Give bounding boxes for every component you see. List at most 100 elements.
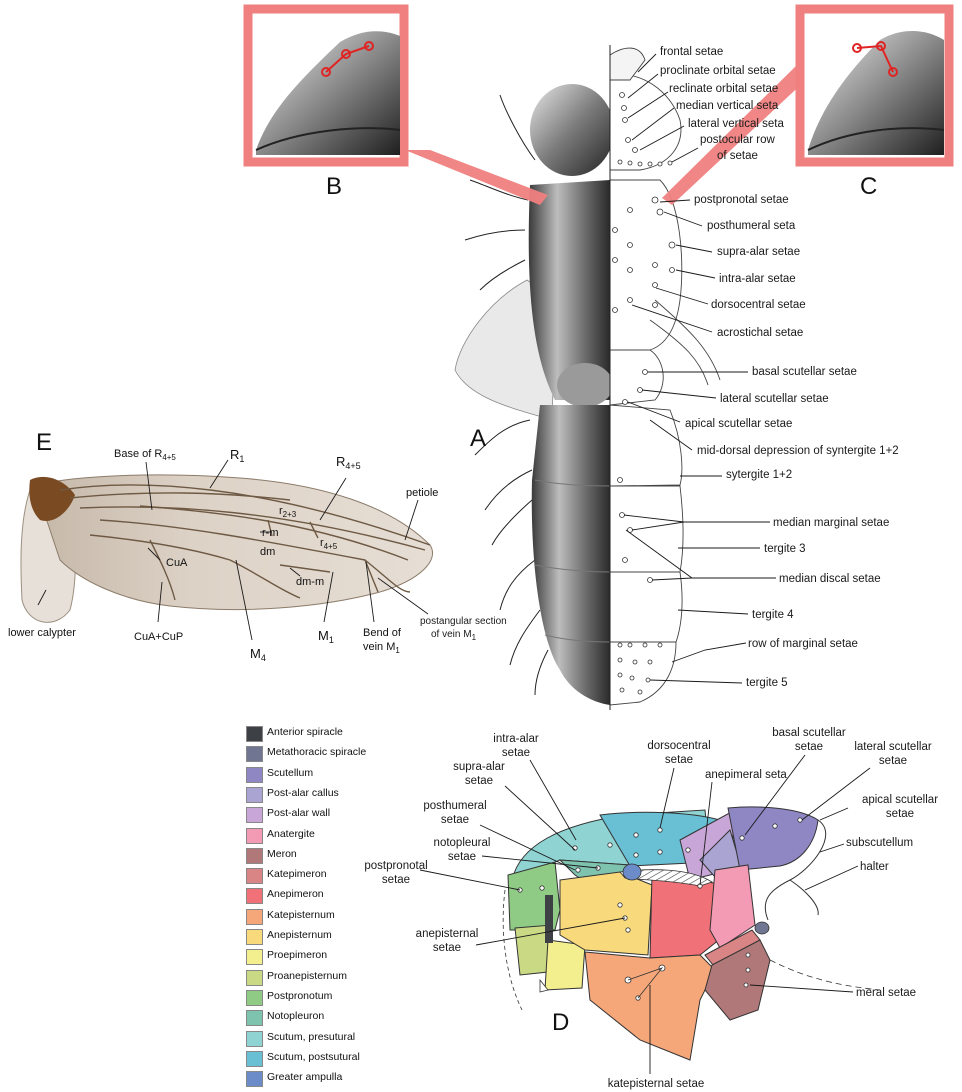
- label-d-intra-alar-2: setae: [502, 747, 530, 759]
- legend-label: Meron: [267, 848, 297, 860]
- label-proclinate-orbital-setae: proclinate orbital setae: [660, 65, 776, 77]
- legend-label: Anepimeron: [267, 888, 324, 900]
- region-anepisternum: [560, 872, 652, 955]
- label-d-basal-scutellar-2: setae: [795, 741, 823, 753]
- legend-swatch: [246, 909, 263, 925]
- legend-label: Proanepisternum: [267, 970, 347, 982]
- label-tergite-5: tergite 5: [746, 677, 788, 689]
- label-d-postpronotal: postpronotal: [364, 860, 427, 872]
- label-sytergite-1-2: sytergite 1+2: [726, 469, 792, 481]
- label-d-halter: halter: [860, 861, 889, 873]
- label-tergite-3: tergite 3: [764, 543, 806, 555]
- label-dm-m: dm-m: [296, 576, 324, 588]
- zoom-connector-b: [405, 150, 548, 205]
- label-d-dorsocentral-2: setae: [665, 754, 693, 766]
- legend-label: Anatergite: [267, 828, 315, 840]
- legend-swatch: [246, 888, 263, 904]
- label-d-basal-scutellar: basal scutellar: [772, 727, 846, 739]
- region-metathoracic-spiracle: [755, 922, 769, 934]
- legend-label: Katepimeron: [267, 868, 327, 880]
- legend-swatch: [246, 929, 263, 945]
- label-cua-cup: CuA+CuP: [134, 631, 183, 643]
- label-lateral-scutellar-setae: lateral scutellar setae: [720, 393, 829, 405]
- zoom-box-c: [800, 9, 949, 162]
- label-acrostichal-setae: acrostichal setae: [717, 327, 803, 339]
- label-postpronotal-setae: postpronotal setae: [694, 194, 789, 206]
- legend-swatch: [246, 1010, 263, 1026]
- region-proepimeron: [545, 940, 585, 990]
- label-d-meral: meral setae: [856, 987, 916, 999]
- legend-label: Anepisternum: [267, 929, 332, 941]
- label-r1: R1: [230, 447, 244, 464]
- label-d-lateral-scutellar: lateral scutellar: [854, 741, 932, 753]
- panel-label-d: D: [552, 1009, 569, 1036]
- right-half-line-drawing: [610, 48, 720, 705]
- legend-label: Metathoracic spiracle: [267, 746, 366, 758]
- label-d-anepimeral: anepimeral seta: [705, 769, 787, 781]
- label-d-postpronotal-2: setae: [382, 874, 410, 886]
- legend-swatch: [246, 828, 263, 844]
- label-bend-vein-m1: vein M1: [363, 641, 400, 655]
- label-posthumeral-seta: posthumeral seta: [707, 220, 796, 232]
- legend-swatch: [246, 848, 263, 864]
- label-intra-alar-setae: intra-alar setae: [719, 273, 796, 285]
- label-postocular-row: postocular row: [700, 134, 775, 146]
- legend-label: Katepisternum: [267, 909, 335, 921]
- label-d-posthumeral: posthumeral: [423, 800, 486, 812]
- legend-swatch: [246, 1051, 263, 1067]
- legend-swatch: [246, 767, 263, 783]
- label-bend-of: Bend of: [363, 627, 402, 639]
- label-d-supra-alar-2: setae: [465, 775, 493, 787]
- label-supra-alar-setae: supra-alar setae: [717, 246, 800, 258]
- label-dm: dm: [260, 546, 275, 558]
- label-postangular: postangular section: [420, 616, 507, 627]
- label-d-posthumeral-2: setae: [441, 814, 469, 826]
- legend-swatch: [246, 807, 263, 823]
- legend-swatch: [246, 949, 263, 965]
- label-petiole: petiole: [406, 487, 438, 499]
- label-m4: M4: [250, 646, 266, 663]
- label-dorsocentral-setae: dorsocentral setae: [711, 299, 806, 311]
- label-m1: M1: [318, 628, 334, 645]
- label-cua: CuA: [166, 557, 188, 569]
- label-median-marginal-setae: median marginal setae: [773, 517, 889, 529]
- panel-label-b: B: [326, 173, 342, 200]
- legend-label: Scutellum: [267, 767, 313, 779]
- label-median-vertical-seta: median vertical seta: [676, 100, 779, 112]
- legend-swatch: [246, 990, 263, 1006]
- region-greater-ampulla: [623, 864, 641, 880]
- legend-label: Proepimeron: [267, 949, 327, 961]
- label-R45: R4+5: [336, 454, 361, 471]
- label-basal-scutellar-setae: basal scutellar setae: [752, 366, 857, 378]
- label-d-lateral-scutellar-2: setae: [879, 755, 907, 767]
- label-row-of-marginal-setae: row of marginal setae: [748, 638, 858, 650]
- label-d-dorsocentral: dorsocentral: [647, 740, 710, 752]
- label-d-intra-alar: intra-alar: [493, 733, 539, 745]
- panel-label-c: C: [860, 173, 877, 200]
- label-rm: r-m: [262, 527, 279, 539]
- panel-label-e: E: [36, 429, 52, 456]
- label-d-katepisternal: katepisternal setae: [608, 1078, 705, 1090]
- legend-label: Scutum, presutural: [267, 1031, 355, 1043]
- label-d-apical-scutellar-2: setae: [886, 808, 914, 820]
- label-reclinate-orbital-setae: reclinate orbital setae: [669, 83, 778, 95]
- label-postangular-vein-m1: of vein M1: [431, 629, 477, 642]
- zoom-box-b: [248, 9, 404, 162]
- label-d-subscutellum: subscutellum: [846, 837, 913, 849]
- label-frontal-setae: frontal setae: [660, 46, 723, 58]
- legend-label: Anterior spiracle: [267, 726, 343, 738]
- region-anterior-spiracle: [545, 895, 553, 943]
- label-d-notopleural: notopleural: [434, 837, 491, 849]
- label-tergite-4: tergite 4: [752, 609, 794, 621]
- legend-swatch: [246, 970, 263, 986]
- label-d-anepisternal-2: setae: [433, 942, 461, 954]
- legend-label: Postpronotum: [267, 990, 332, 1002]
- legend-label: Greater ampulla: [267, 1071, 342, 1083]
- label-lower-calypter: lower calypter: [8, 627, 76, 639]
- legend-label: Post-alar wall: [267, 807, 330, 819]
- legend-label: Notopleuron: [267, 1010, 324, 1022]
- legend-swatch: [246, 868, 263, 884]
- label-d-notopleural-2: setae: [448, 851, 476, 863]
- label-d-supra-alar: supra-alar: [453, 761, 505, 773]
